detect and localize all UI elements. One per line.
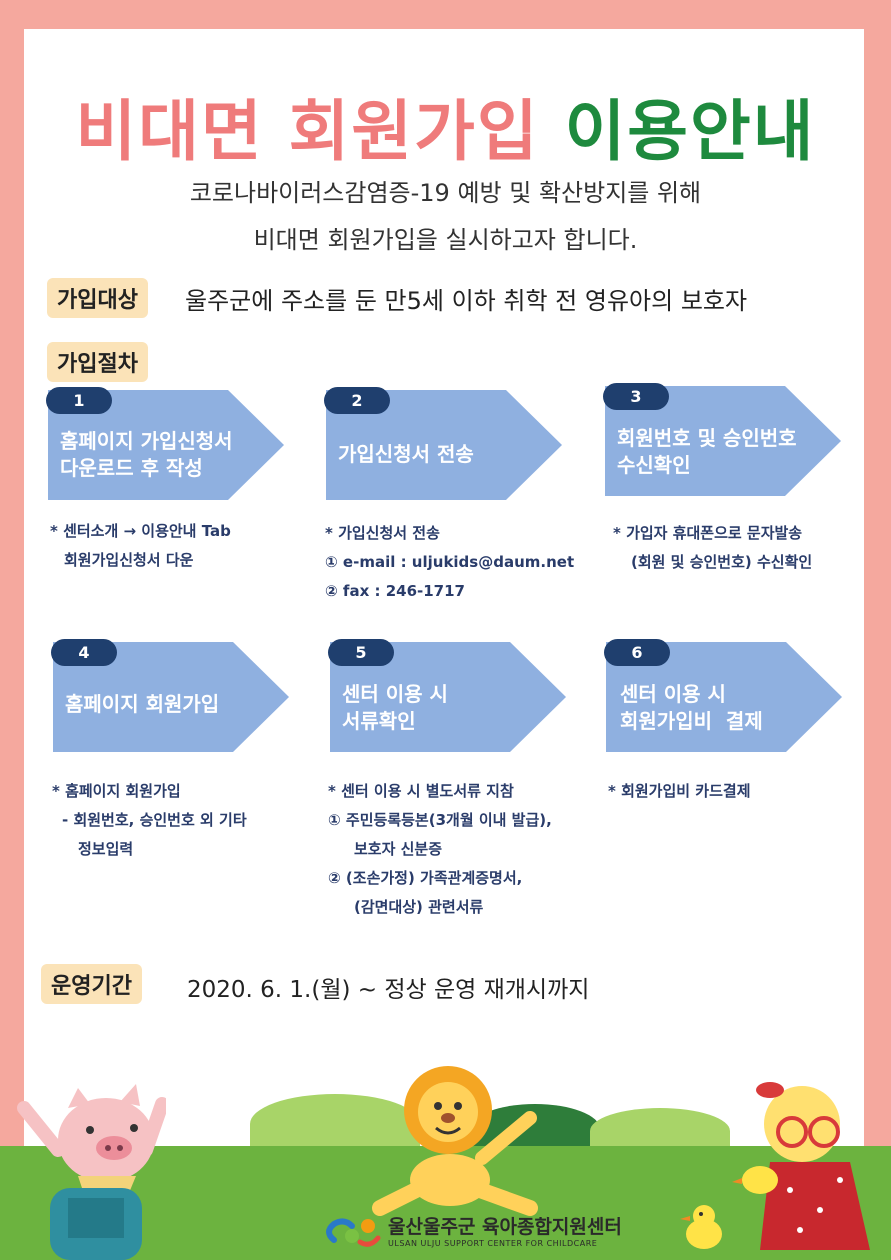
logo-korean-text: 울산울주군 육아종합지원센터 xyxy=(388,1216,622,1238)
note-line: 정보입력 xyxy=(78,840,134,858)
lion-character-icon xyxy=(372,1066,538,1216)
step-arrow-icon xyxy=(606,642,842,752)
step-3-notes: * 가입자 휴대폰으로 문자발송 (회원 및 승인번호) 수신확인 xyxy=(613,519,812,577)
center-logo-icon xyxy=(326,1218,381,1247)
subtitle-line2: 비대면 회원가입을 실시하고자 합니다. xyxy=(253,226,638,254)
step-arrow-icon xyxy=(53,642,289,752)
period-text: 2020. 6. 1.(월) ~ 정상 운영 재개시까지 xyxy=(187,977,590,1003)
period-tag: 운영기간 xyxy=(41,964,142,1004)
step-arrow-icon xyxy=(330,642,566,752)
note-line: * 센터소개 → 이용안내 Tab xyxy=(50,522,231,540)
note-line: ① 주민등록등본(3개월 이내 발급), xyxy=(328,811,552,829)
step-label-line2: 다운로드 후 작성 xyxy=(60,456,203,480)
note-line: * 가입자 휴대폰으로 문자발송 xyxy=(613,524,803,542)
step-2: 2 가입신청서 전송 xyxy=(324,387,566,500)
step-number-badge: 6 xyxy=(604,639,670,666)
note-line: ② fax : 246-1717 xyxy=(325,582,465,600)
note-line: * 회원가입비 카드결제 xyxy=(608,782,751,800)
step-label-line1: 가입신청서 전송 xyxy=(338,442,474,466)
pig-character-icon xyxy=(17,1084,166,1260)
step-label-line1: 센터 이용 시 xyxy=(342,682,448,706)
step-1-notes: * 센터소개 → 이용안내 Tab 회원가입신청서 다운 xyxy=(50,517,231,575)
title-part1: 비대면 회원가입 xyxy=(75,93,540,170)
note-line: * 센터 이용 시 별도서류 지참 xyxy=(328,782,514,800)
note-line: ② (조손가정) 가족관계증명서, xyxy=(328,869,523,887)
logo-english-text: ULSAN ULJU SUPPORT CENTER FOR CHILDCARE xyxy=(388,1239,598,1248)
step-2-notes: * 가입신청서 전송 ① e-mail : uljukids@daum.net … xyxy=(325,519,574,606)
step-number-badge: 1 xyxy=(46,387,112,414)
step-6: 6 센터 이용 시 회원가입비 결제 xyxy=(604,639,846,752)
step-number-badge: 4 xyxy=(51,639,117,666)
step-4: 4 홈페이지 회원가입 xyxy=(51,639,293,752)
chick-icon xyxy=(680,1205,722,1249)
step-label-line1: 회원번호 및 승인번호 xyxy=(617,426,797,450)
step-label-line2: 서류확인 xyxy=(342,709,416,733)
bush-decoration xyxy=(250,1094,420,1154)
eligibility-text: 울주군에 주소를 둔 만5세 이하 취학 전 영유아의 보호자 xyxy=(185,287,748,315)
eligibility-tag: 가입대상 xyxy=(47,278,148,318)
step-arrow-icon xyxy=(326,390,562,500)
step-1: 1 홈페이지 가입신청서 다운로드 후 작성 xyxy=(46,387,288,500)
note-line: (회원 및 승인번호) 수신확인 xyxy=(631,553,813,571)
step-label-line2: 수신확인 xyxy=(617,453,691,477)
note-line: ① e-mail : uljukids@daum.net xyxy=(325,553,575,571)
procedure-tag: 가입절차 xyxy=(47,342,148,382)
girl-character-icon xyxy=(732,1082,870,1250)
step-3: 3 회원번호 및 승인번호 수신확인 xyxy=(603,383,845,496)
note-line: * 홈페이지 회원가입 xyxy=(52,782,181,800)
page-title: 비대면 회원가입 이용안내 xyxy=(0,78,891,174)
step-arrow-icon xyxy=(605,386,841,496)
step-4-notes: * 홈페이지 회원가입 - 회원번호, 승인번호 외 기타 정보입력 xyxy=(52,777,247,864)
step-label-line1: 센터 이용 시 xyxy=(620,682,726,706)
step-number-badge: 5 xyxy=(328,639,394,666)
note-line: (감면대상) 관련서류 xyxy=(354,898,484,916)
step-number-badge: 2 xyxy=(324,387,390,414)
title-part2: 이용안내 xyxy=(564,93,816,170)
note-line: - 회원번호, 승인번호 외 기타 xyxy=(62,811,247,829)
step-6-notes: * 회원가입비 카드결제 xyxy=(608,777,751,806)
note-line: 보호자 신분증 xyxy=(354,840,443,858)
step-label-line1: 홈페이지 회원가입 xyxy=(65,692,220,716)
note-line: 회원가입신청서 다운 xyxy=(64,551,194,569)
step-arrow-icon xyxy=(48,390,284,500)
step-label-line1: 홈페이지 가입신청서 xyxy=(60,429,233,453)
center-logo: 울산울주군 육아종합지원센터 ULSAN ULJU SUPPORT CENTER… xyxy=(322,1210,622,1250)
step-5: 5 센터 이용 시 서류확인 xyxy=(328,639,570,752)
step-5-notes: * 센터 이용 시 별도서류 지참 ① 주민등록등본(3개월 이내 발급), 보… xyxy=(328,777,552,922)
step-label-line2: 회원가입비 결제 xyxy=(620,709,763,733)
note-line: * 가입신청서 전송 xyxy=(325,524,440,542)
subtitle-line1: 코로나바이러스감염증-19 예방 및 확산방지를 위해 xyxy=(189,179,702,207)
step-number-badge: 3 xyxy=(603,383,669,410)
